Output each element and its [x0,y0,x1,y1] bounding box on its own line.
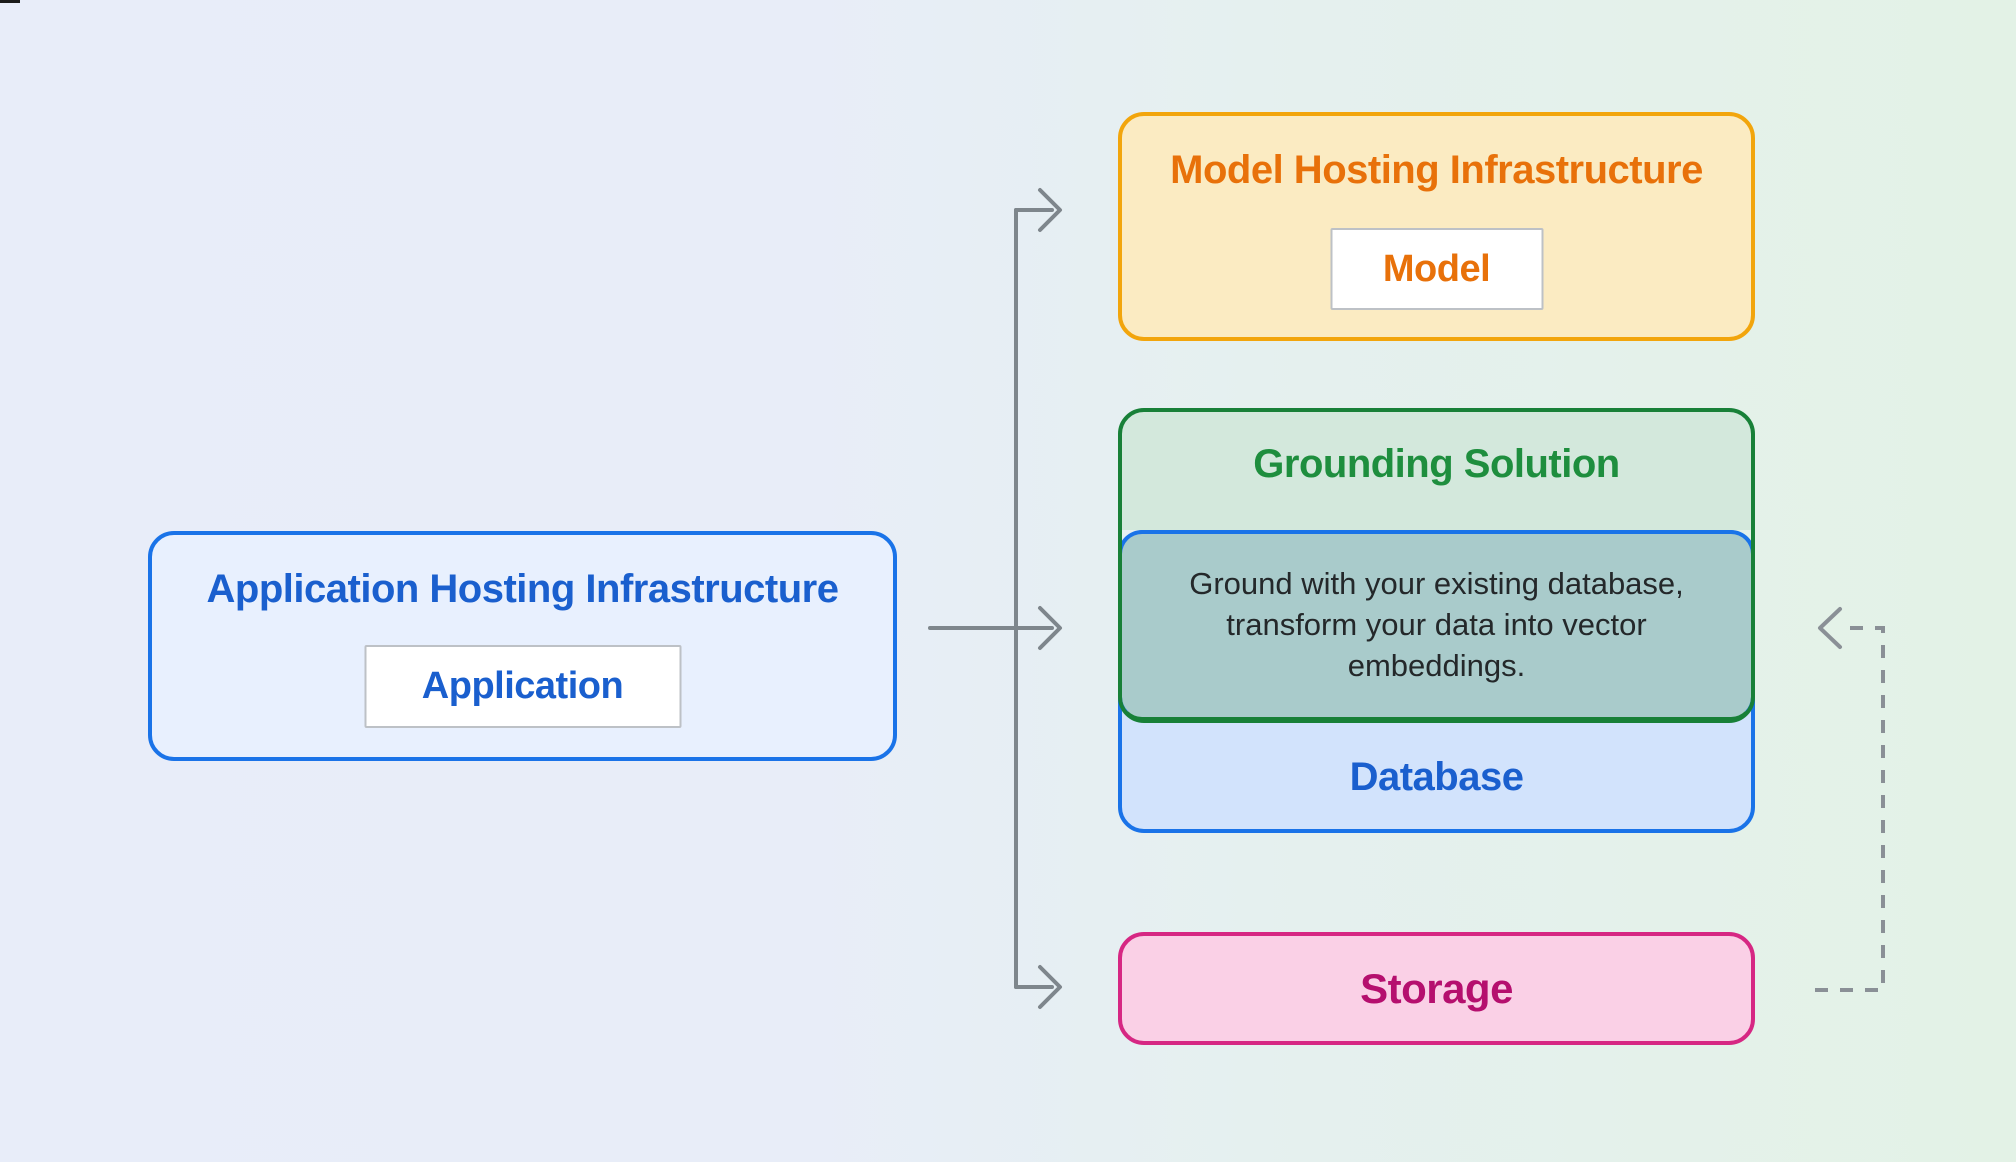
application-chip-label: Application [421,665,624,707]
database-label: Database [1349,754,1524,799]
arrowhead-left-icon [1818,607,1842,649]
grounding-solution-group: Database Ground with your existing datab… [1118,408,1755,833]
application-hosting-box: Application Hosting Infrastructure Appli… [148,531,897,761]
application-chip: Application [364,645,681,728]
dashed-feedback-line [1815,626,1885,992]
arrowhead-right-icon [1038,965,1062,1009]
storage-label: Storage [1360,964,1513,1012]
arrowhead-right-icon [1038,606,1062,650]
model-chip-label: Model [1382,247,1491,290]
model-hosting-title: Model Hosting Infrastructure [1170,148,1703,192]
dashed-arrow-group [1815,607,1885,992]
grounding-database-overlap-box: Ground with your existing database, tran… [1118,530,1755,721]
grounding-solution-header: Grounding Solution [1118,408,1755,530]
storage-box: Storage [1118,932,1755,1045]
grounding-description: Ground with your existing database, tran… [1189,566,1684,683]
grounding-solution-title: Grounding Solution [1253,442,1620,486]
model-hosting-box: Model Hosting Infrastructure Model [1118,112,1755,341]
model-chip: Model [1330,228,1543,310]
screenshot-corner-artifact [0,0,20,3]
application-hosting-title: Application Hosting Infrastructure [206,567,839,611]
arrowhead-right-icon [1038,188,1062,232]
solid-arrow-group [928,188,1062,1009]
